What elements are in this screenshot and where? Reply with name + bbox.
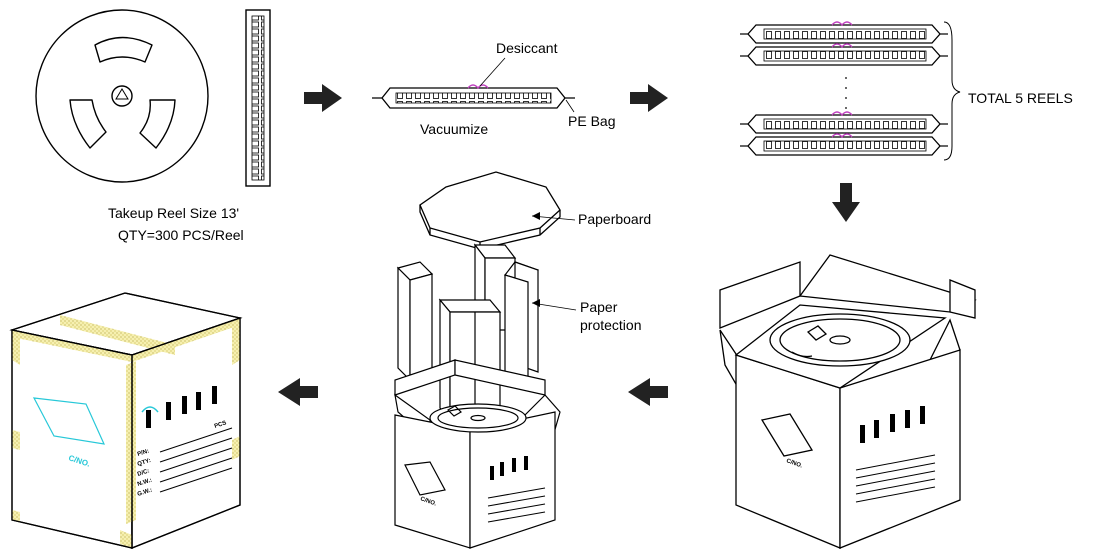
label-area-cyan: [32, 397, 106, 445]
arrow-left-icon: [278, 378, 318, 406]
arrow-right-icon: [304, 84, 342, 112]
open-box-right: C/NO.: [719, 254, 977, 549]
tape-top: [60, 315, 175, 355]
svg-text:G.W.:: G.W.:: [137, 487, 153, 497]
svg-text:D/C:: D/C:: [137, 468, 151, 478]
reel-front-view: [35, 9, 209, 183]
sealed-box: C/NO. PCS P/N: QTY: D/C: N.W.: G.W.:: [9, 292, 243, 549]
paperboard: [419, 171, 561, 250]
bagged-reel-5: [740, 133, 948, 156]
svg-text:C/NO.: C/NO.: [419, 496, 437, 507]
carrier-tape-strip: [245, 9, 271, 187]
stack-ellipsis: [845, 77, 847, 109]
reel-qty-label: QTY=300 PCS/Reel: [118, 227, 244, 243]
paperboard-label: Paperboard: [578, 211, 651, 227]
reel-stack: [740, 21, 961, 161]
svg-text:N.W.:: N.W.:: [137, 478, 153, 488]
arrow-down-icon: [832, 183, 860, 222]
brace: [943, 21, 961, 161]
paper-protection-label-1: Paper: [580, 299, 618, 315]
arrow-left-icon: [628, 378, 668, 406]
svg-text:PCS: PCS: [214, 420, 228, 430]
desiccant-label: Desiccant: [496, 40, 558, 56]
pe-bag-label: PE Bag: [568, 113, 615, 129]
reel-size-label: Takeup Reel Size 13': [108, 205, 239, 221]
total-reels-label: TOTAL 5 REELS: [968, 90, 1073, 106]
svg-text:C/NO.: C/NO.: [785, 458, 803, 469]
open-box-middle: C/NO.: [394, 359, 561, 549]
bagged-reel-4: [740, 111, 948, 134]
bagged-reel-1: [740, 21, 948, 44]
desiccant-icon: [467, 84, 489, 90]
umbrella-icon: [141, 406, 159, 413]
paper-protection: [396, 243, 540, 422]
svg-text:P/N:: P/N:: [137, 448, 150, 457]
svg-text:QTY:: QTY:: [137, 458, 152, 468]
arrow-right-icon: [630, 84, 668, 112]
vacuumize-label: Vacuumize: [420, 121, 488, 137]
paper-protection-label-2: protection: [580, 317, 641, 333]
bagged-reel-2: [740, 43, 948, 66]
vacuum-bag: [372, 84, 575, 109]
